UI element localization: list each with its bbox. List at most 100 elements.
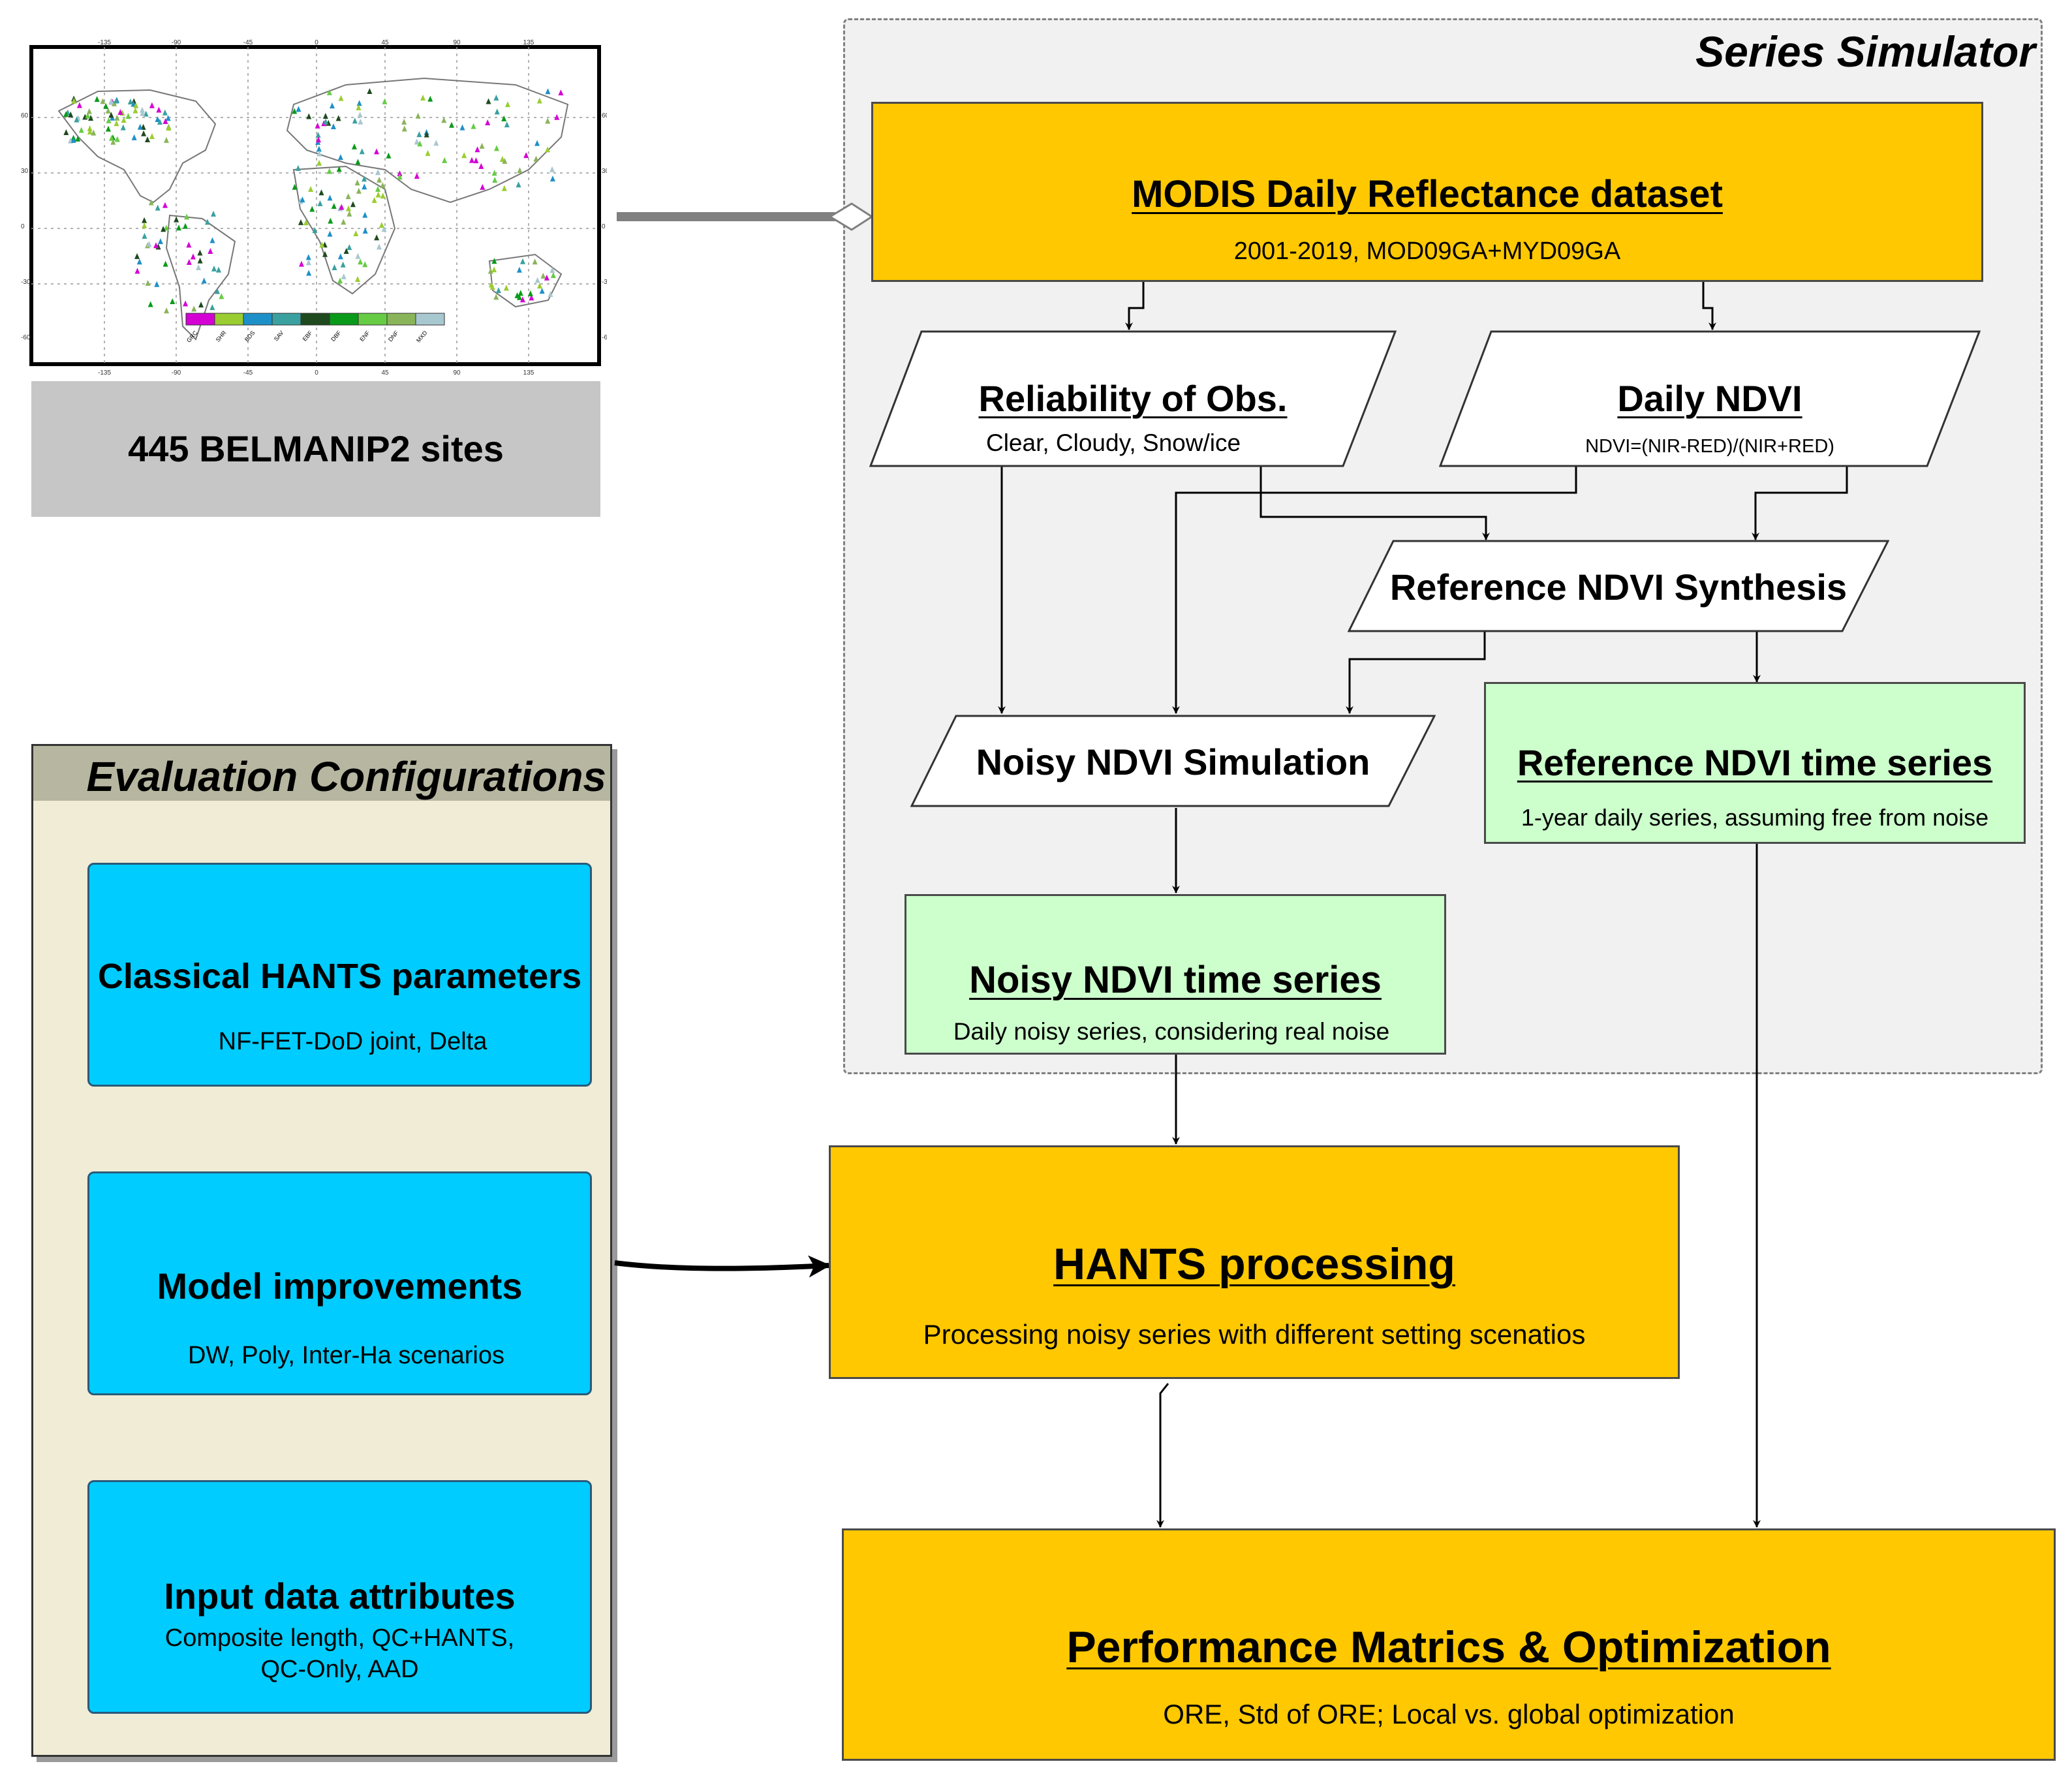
site-marker <box>347 210 352 217</box>
map-top-tick-label: 45 <box>381 39 389 46</box>
site-marker <box>312 227 318 234</box>
site-marker <box>339 204 345 210</box>
site-marker <box>148 199 154 206</box>
arrow-evaluation-to-hants <box>614 1255 831 1278</box>
site-marker <box>209 237 215 243</box>
site-markers <box>63 88 564 314</box>
site-marker <box>375 169 381 176</box>
site-marker <box>527 290 533 296</box>
site-marker <box>174 216 179 223</box>
site-marker <box>379 222 384 228</box>
site-marker <box>517 167 523 174</box>
site-marker <box>371 196 377 203</box>
site-marker <box>327 230 333 237</box>
site-marker <box>478 163 484 169</box>
site-marker <box>131 134 137 140</box>
ref-synthesis-text: Reference NDVI Synthesis <box>1348 540 1889 632</box>
site-marker <box>491 266 497 273</box>
noisy-series-subtitle: Daily noisy series, considering real noi… <box>953 1018 1390 1045</box>
map-legend-swatch <box>386 313 416 326</box>
site-marker <box>474 146 480 153</box>
site-marker <box>318 189 324 196</box>
site-marker <box>204 219 210 225</box>
site-marker <box>121 117 127 123</box>
site-marker <box>495 287 501 294</box>
site-marker <box>554 114 560 120</box>
site-marker <box>315 122 320 129</box>
site-marker <box>362 176 367 182</box>
site-marker <box>110 138 116 145</box>
site-marker <box>162 118 168 125</box>
site-marker <box>114 97 119 104</box>
map-legend-swatch <box>214 313 244 326</box>
site-marker <box>155 204 161 211</box>
map-legend-swatch <box>185 313 215 326</box>
site-marker <box>63 111 69 117</box>
site-marker <box>354 275 360 282</box>
site-marker <box>343 247 349 254</box>
site-marker <box>381 226 387 232</box>
site-marker <box>147 301 153 307</box>
site-marker <box>196 264 202 271</box>
site-marker <box>164 307 170 314</box>
site-marker <box>186 258 192 265</box>
hants-title: HANTS processing <box>1053 1239 1455 1289</box>
site-marker <box>71 97 77 104</box>
site-marker <box>91 129 97 136</box>
site-marker <box>163 225 169 231</box>
site-marker <box>501 185 507 191</box>
map-bottom-tick-label: 135 <box>523 369 534 377</box>
map-top-tick-label: 90 <box>453 39 461 46</box>
site-marker <box>87 125 93 132</box>
map-bottom-tick-label: 45 <box>381 369 389 377</box>
site-marker <box>375 191 381 198</box>
site-marker <box>442 157 448 163</box>
site-marker <box>86 108 92 114</box>
site-marker <box>176 225 181 231</box>
site-marker <box>153 242 159 249</box>
site-marker <box>359 148 365 155</box>
site-marker <box>216 266 222 273</box>
site-marker <box>356 187 362 194</box>
africa-outline <box>292 165 396 295</box>
site-marker <box>303 219 309 226</box>
site-marker <box>141 130 147 136</box>
ref-synthesis-title: Reference NDVI Synthesis <box>1389 566 1848 608</box>
site-marker <box>386 152 392 159</box>
site-marker <box>329 102 335 109</box>
site-marker <box>374 234 380 241</box>
map-graticule <box>31 47 599 364</box>
performance-box: Performance Matrics & Optimization ORE, … <box>842 1528 2056 1761</box>
site-marker <box>537 283 543 289</box>
site-marker <box>545 117 551 124</box>
site-marker <box>114 120 119 127</box>
site-marker <box>298 260 304 267</box>
model-improvements-box: Model improvements DW, Poly, Inter-Ha sc… <box>87 1171 592 1395</box>
site-marker <box>558 89 564 96</box>
daily-ndvi-shape <box>1439 330 1981 467</box>
map-bottom-tick-label: 0 <box>315 369 318 377</box>
map-bottom-tick-label: -45 <box>243 369 253 377</box>
site-marker <box>550 272 556 279</box>
site-marker <box>549 176 555 182</box>
map-lat-tick-label: 0 <box>21 223 25 230</box>
site-marker <box>480 183 486 190</box>
modis-dataset-box: MODIS Daily Reflectance dataset 2001-201… <box>871 102 1983 282</box>
site-marker <box>433 140 439 146</box>
site-marker <box>534 140 540 146</box>
site-marker <box>540 272 546 279</box>
site-marker <box>211 210 217 217</box>
site-marker <box>183 300 189 307</box>
model-improvements-title: Model improvements <box>157 1265 523 1307</box>
map-top-tick-label: -135 <box>98 39 111 46</box>
site-marker <box>424 131 429 138</box>
site-marker <box>328 217 333 224</box>
site-marker <box>120 124 126 131</box>
site-marker <box>317 200 323 206</box>
site-marker <box>414 172 420 179</box>
site-marker <box>211 265 217 271</box>
site-marker <box>131 98 137 104</box>
site-marker <box>74 116 80 123</box>
input-attributes-box: Input data attributes Composite length, … <box>87 1480 592 1714</box>
site-marker <box>416 131 422 138</box>
